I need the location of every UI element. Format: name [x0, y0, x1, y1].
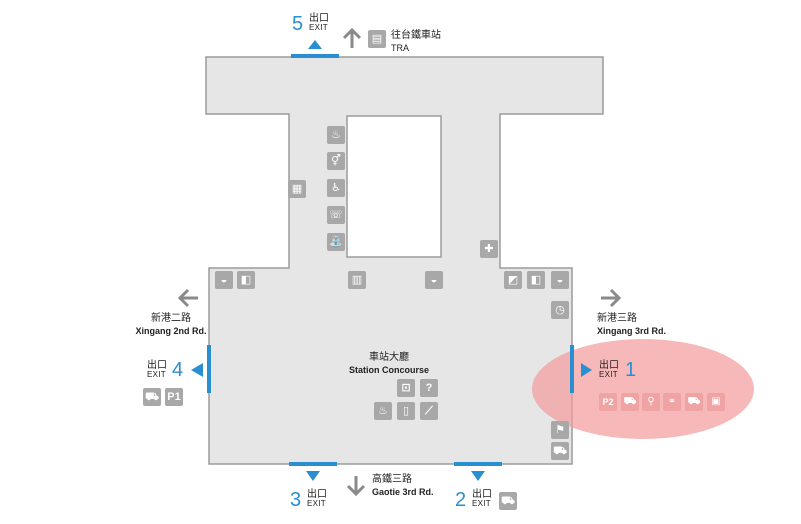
courtyard [346, 115, 442, 258]
drink-icon: ♨ [374, 402, 392, 420]
store-icon: ◩ [504, 271, 522, 289]
exit-1-highlight [532, 339, 754, 439]
drink-icon: ♨ [327, 126, 345, 144]
exit-3-number: 3 [290, 489, 302, 511]
clock-icon: ◷ [551, 301, 569, 319]
locker-icon: ▥ [348, 271, 366, 289]
taxi-icon: ⛟ [499, 492, 517, 510]
phone-icon: ☏ [327, 206, 345, 224]
arrow-right-icon [601, 288, 622, 308]
exit-2-triangle [471, 471, 485, 481]
escalator-icon: ⟋ [420, 402, 438, 420]
exit-1-door [570, 345, 574, 393]
scooter-icon: ⚲ [642, 393, 660, 411]
arrow-up-icon [342, 27, 362, 48]
food-icon: ◒ [425, 271, 443, 289]
bicycle-icon: ⚭ [663, 393, 681, 411]
exit-3-door [289, 462, 337, 466]
wheelchair-icon: ♿ [327, 179, 345, 197]
floor-plan [205, 56, 604, 465]
exit-5-triangle [308, 40, 322, 49]
exit-2-number: 2 [455, 489, 467, 511]
exit-4-door [207, 345, 211, 393]
exit-4-triangle [191, 363, 203, 377]
info-icon: ? [420, 379, 438, 397]
car-icon: ⛟ [621, 393, 639, 411]
ticket-icon: ⊡ [397, 379, 415, 397]
food-icon: ◒ [551, 271, 569, 289]
food-icon: ◒ [215, 271, 233, 289]
elevator-icon: ▯ [397, 402, 415, 420]
shop-icon: ◧ [527, 271, 545, 289]
car-rental-icon: ⛟ [551, 442, 569, 460]
bus-icon: ▣ [707, 393, 725, 411]
car-icon: ⛟ [143, 388, 161, 406]
arrow-down-icon [346, 476, 366, 497]
parking-p1-icon: P1 [165, 388, 183, 406]
exit-5-door [291, 54, 339, 58]
exit-5-number: 5 [292, 13, 304, 35]
arrow-left-icon [177, 288, 198, 308]
exit-1-number: 1 [625, 359, 637, 381]
firstaid-icon: ✚ [480, 240, 498, 258]
atm-icon: ▦ [288, 180, 306, 198]
exit-3-triangle [306, 471, 320, 481]
exit-1-triangle [581, 363, 592, 377]
water-fountain-icon: ⛲ [327, 233, 345, 251]
shop-icon: ◧ [237, 271, 255, 289]
service-icon: ⚑ [551, 421, 569, 439]
parking-p2-icon: P2 [599, 393, 617, 411]
exit-4-number: 4 [172, 359, 184, 381]
taxi-icon: ⛟ [685, 393, 703, 411]
train-icon: ▤ [368, 30, 386, 48]
exit-2-door [454, 462, 502, 466]
toilet-icon: ⚥ [327, 152, 345, 170]
